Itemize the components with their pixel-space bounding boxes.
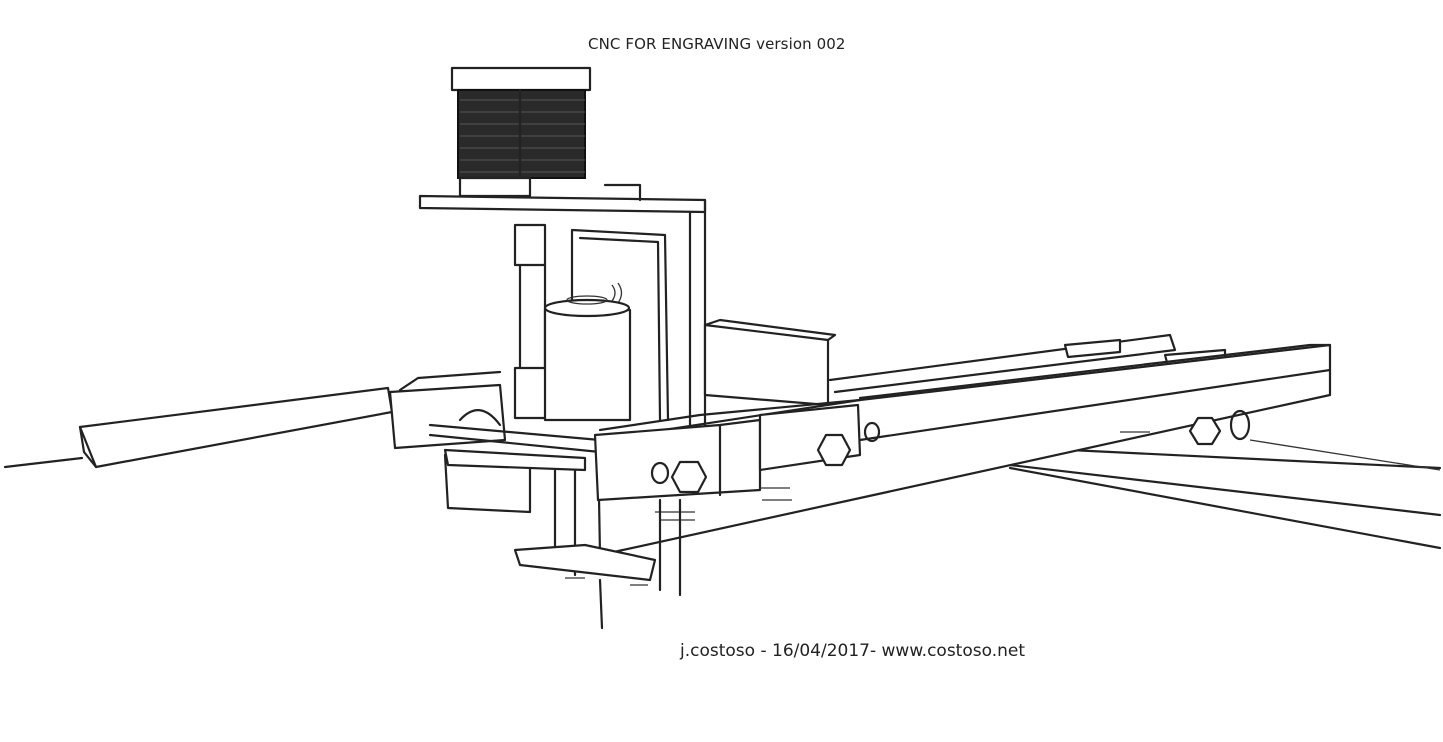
author-credit: j.costoso - 16/04/2017- www.costoso.net [680,641,1026,661]
stepper-motor [450,66,592,198]
left-bearing-block [388,370,602,514]
carriage-box [703,318,837,407]
front-carriage [593,398,1251,521]
base-frame-right [1008,439,1442,550]
tool-plate [513,468,682,630]
spindle [543,295,632,422]
hex-nut-1 [670,460,708,494]
left-rail [3,386,394,469]
drawing-title: CNC FOR ENGRAVING version 002 [588,35,846,53]
hex-nut-3 [1188,416,1222,446]
spindle-frame [570,228,670,422]
z-axis-plate [418,183,707,432]
hex-nut-2 [816,433,852,467]
